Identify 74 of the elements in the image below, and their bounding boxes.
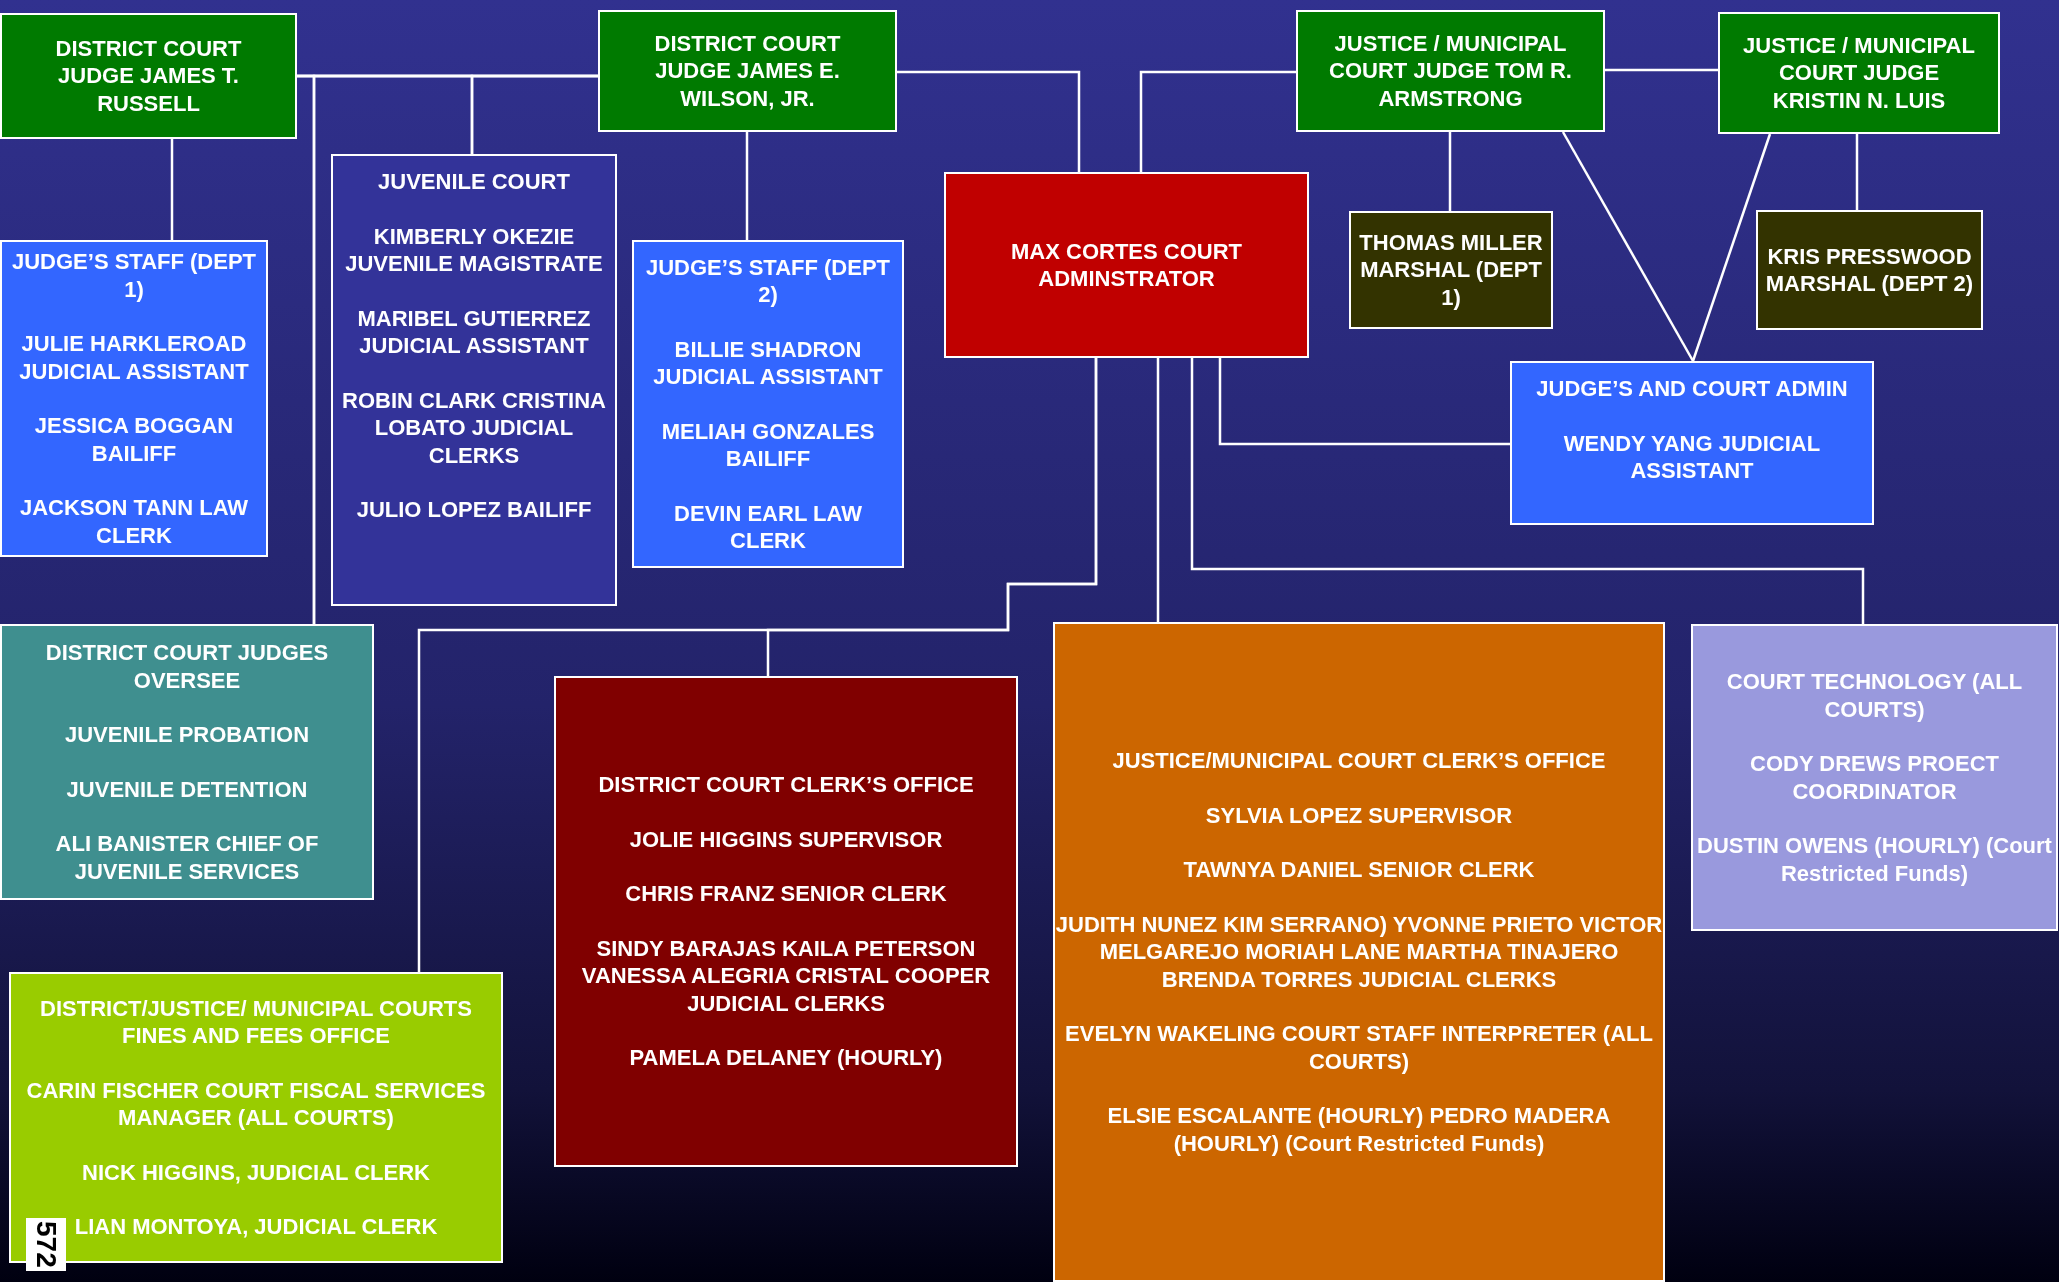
box-heading: DISTRICT COURT CLERK’S OFFICE xyxy=(598,771,974,799)
connector-line xyxy=(1190,358,1865,624)
staff-entry: WENDY YANG JUDICIAL ASSISTANT xyxy=(1562,429,1822,485)
staff-entry: EVELYN WAKELING COURT STAFF INTERPRETER (ALL COURTS) xyxy=(1064,1020,1654,1075)
staff-entry: JUDITH NUNEZ KIM SERRANO) YVONNE PRIETO VICTOR MELGAREJO MORIAH LANE MARTHA TINAJERO BRENDA TORRES JUDICIAL CLERKS xyxy=(1055,910,1663,993)
staff-entry: CHRIS FRANZ SENIOR CLERK xyxy=(625,880,947,908)
connector-line xyxy=(1691,133,1772,362)
box-heading: DISTRICT COURT JUDGE JAMES E. WILSON, JR. xyxy=(653,29,842,113)
staff-box xyxy=(1510,361,1874,525)
staff-entry: ELSIE ESCALANTE (HOURLY) PEDRO MADERA (HOURLY) (Court Restricted Funds) xyxy=(1106,1102,1612,1157)
connector-line xyxy=(417,358,1098,972)
judge-box xyxy=(0,13,297,139)
box-heading: JUSTICE / MUNICIPAL COURT JUDGE TOM R. ARMSTRONG xyxy=(1328,29,1573,113)
connector-line xyxy=(1218,358,1510,446)
staff-entry: CARIN FISCHER COURT FISCAL SERVICES MANAGER (ALL COURTS) xyxy=(25,1076,487,1132)
office-box xyxy=(1691,624,2058,931)
staff-box xyxy=(331,154,617,606)
connector-line xyxy=(170,139,174,240)
box-heading: DISTRICT COURT JUDGES OVERSEE xyxy=(44,639,330,694)
connector-line xyxy=(897,70,1081,172)
staff-entry: DUSTIN OWENS (HOURLY) (Court Restricted Funds) xyxy=(1696,832,2053,887)
box-heading: JUDGE’S STAFF (DEPT 2) xyxy=(644,253,892,309)
connector-line xyxy=(1139,70,1296,172)
staff-entry: JULIE HARKLEROAD JUDICIAL ASSISTANT xyxy=(18,330,250,385)
staff-entry: JESSICA BOGGAN BAILIFF xyxy=(33,412,235,467)
staff-entry: JUVENILE PROBATION xyxy=(64,721,310,749)
office-box xyxy=(1053,622,1665,1282)
staff-entry: DEVIN EARL LAW CLERK xyxy=(673,499,863,555)
staff-entry: JULIO LOPEZ BAILIFF xyxy=(356,496,592,524)
box-heading: JUVENILE COURT xyxy=(378,168,570,196)
connector-line xyxy=(1605,68,1718,72)
staff-entry: JUVENILE DETENTION xyxy=(66,775,308,803)
judge-box xyxy=(1718,12,2000,134)
judge-box xyxy=(1296,10,1605,132)
box-heading: KRIS PRESSWOOD MARSHAL (DEPT 2) xyxy=(1764,242,1975,298)
connector-line xyxy=(312,74,598,624)
connector-line xyxy=(745,132,749,240)
connector-line xyxy=(1561,131,1695,362)
staff-entry: JACKSON TANN LAW CLERK xyxy=(18,494,250,549)
staff-entry: JOLIE HIGGINS SUPERVISOR xyxy=(629,825,943,854)
department-box xyxy=(0,624,374,900)
page-number: 572 xyxy=(26,1218,66,1271)
staff-entry: KIMBERLY OKEZIE JUVENILE MAGISTRATE xyxy=(344,222,604,278)
staff-entry: LIAN MONTOYA, JUDICIAL CLERK xyxy=(74,1213,438,1241)
staff-entry: NICK HIGGINS, JUDICIAL CLERK xyxy=(82,1158,430,1186)
box-heading: MAX CORTES COURT ADMINSTRATOR xyxy=(1010,237,1243,293)
marshal-box xyxy=(1349,211,1553,329)
staff-entry: TAWNYA DANIEL SENIOR CLERK xyxy=(1183,856,1535,884)
staff-box xyxy=(632,240,904,568)
staff-entry: MELIAH GONZALES BAILIFF xyxy=(660,417,876,473)
staff-box xyxy=(0,240,268,557)
box-heading: THOMAS MILLER MARSHAL (DEPT 1) xyxy=(1358,228,1544,312)
marshal-box xyxy=(1756,210,1983,330)
staff-entry: SYLVIA LOPEZ SUPERVISOR xyxy=(1205,801,1513,829)
connector-line xyxy=(1855,134,1859,210)
connector-line xyxy=(1448,132,1452,211)
staff-entry: ROBIN CLARK CRISTINA LOBATO JUDICIAL CLERKS xyxy=(341,386,607,469)
box-heading: COURT TECHNOLOGY (ALL COURTS) xyxy=(1725,668,2024,723)
staff-entry: CODY DREWS PROECT COORDINATOR xyxy=(1749,750,2000,805)
box-heading: JUSTICE / MUNICIPAL COURT JUDGE KRISTIN N. LUIS xyxy=(1743,31,1975,115)
box-heading: DISTRICT/JUSTICE/ MUNICIPAL COURTS FINES AND FEES OFFICE xyxy=(39,994,473,1050)
box-heading: DISTRICT COURT JUDGE JAMES T. RUSSELL xyxy=(54,34,243,118)
staff-entry: BILLIE SHADRON JUDICIAL ASSISTANT xyxy=(652,335,884,391)
box-heading: JUDGE’S AND COURT ADMIN xyxy=(1536,375,1848,403)
staff-entry: MARIBEL GUTIERREZ JUDICIAL ASSISTANT xyxy=(356,304,592,360)
staff-entry: ALI BANISTER CHIEF OF JUVENILE SERVICES xyxy=(54,830,320,885)
box-heading: JUDGE’S STAFF (DEPT 1) xyxy=(10,248,258,303)
office-box xyxy=(554,676,1018,1167)
administrator-box xyxy=(944,172,1309,358)
box-heading: JUSTICE/MUNICIPAL COURT CLERK’S OFFICE xyxy=(1112,747,1606,775)
staff-entry: SINDY BARAJAS KAILA PETERSON VANESSA ALEGRIA CRISTAL COOPER JUDICIAL CLERKS xyxy=(580,934,992,1018)
judge-box xyxy=(598,10,897,132)
staff-entry: PAMELA DELANEY (HOURLY) xyxy=(629,1044,943,1072)
connector-line xyxy=(1156,358,1160,622)
